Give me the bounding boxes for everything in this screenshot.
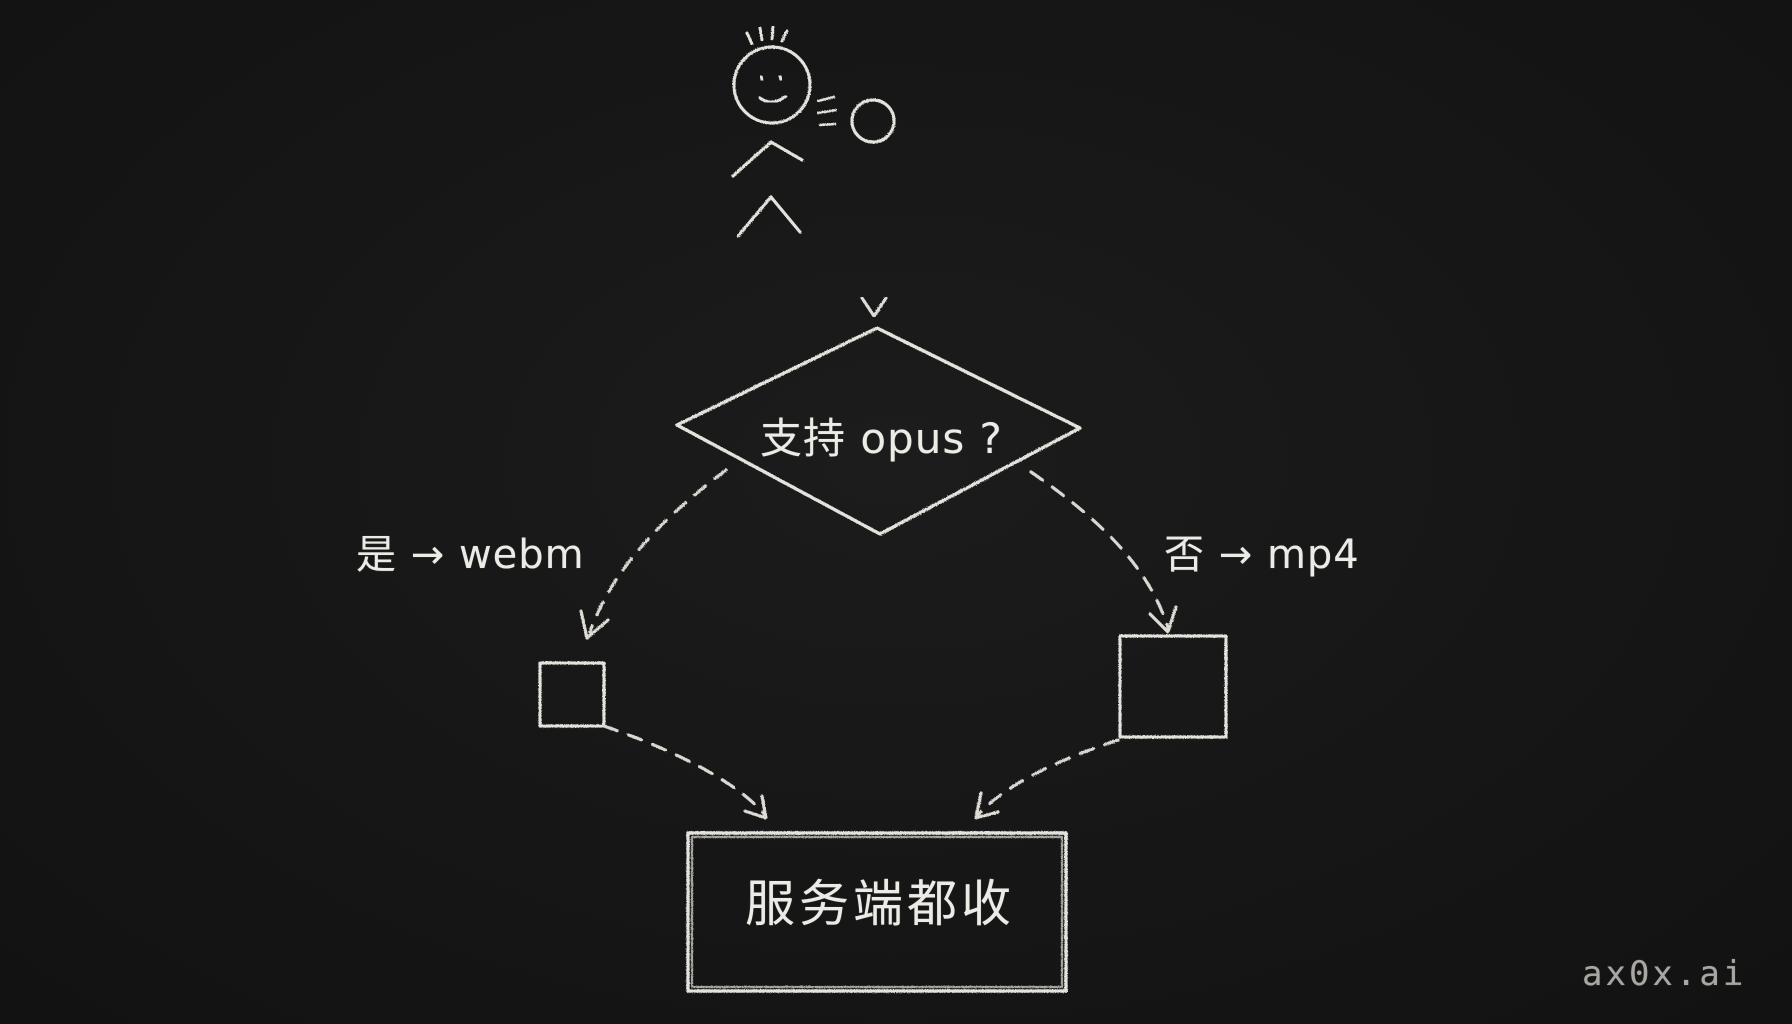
arrow-decision-to-webm [579,468,728,640]
arrow-decision-to-mp4 [1029,470,1178,634]
mp4-box [1118,634,1228,739]
branch-yes-label: 是 → webm [356,532,585,578]
webm-box [538,661,606,728]
watermark: ax0x.ai [1582,954,1747,994]
arrow-webm-to-server [602,724,768,820]
server-box [686,831,1068,993]
arrow-mp4-to-server [974,738,1120,820]
arrow-mic-to-decision [860,236,888,318]
server-label: 服务端都收 [745,875,1015,933]
decision-label: 支持 opus ? [760,414,1003,463]
decision-diamond [675,326,1082,536]
microphone-icon [849,98,899,228]
branch-no-label: 否 → mp4 [1164,532,1360,578]
stick-figure-icon [731,25,838,238]
